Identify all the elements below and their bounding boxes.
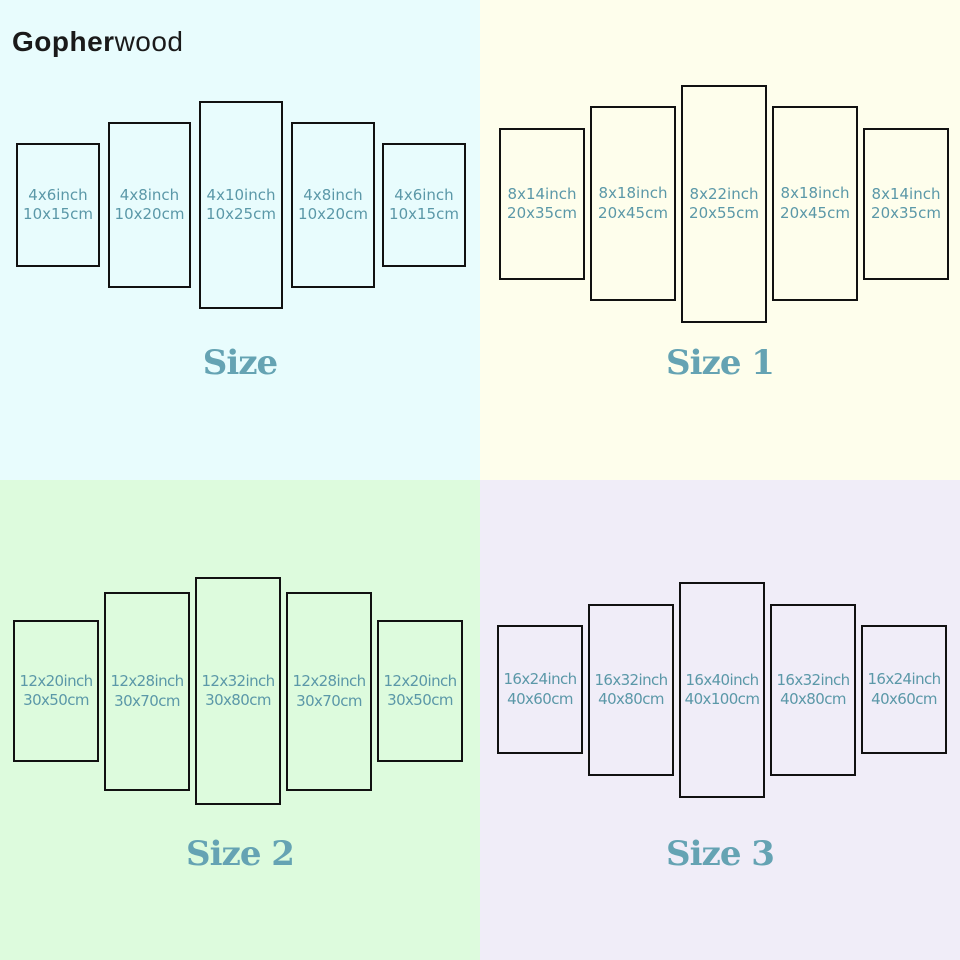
panel-outline: 4x6inch 10x15cm bbox=[16, 143, 100, 267]
panel-inch-label: 12x28inch bbox=[292, 672, 366, 690]
panel-cm-label: 10x20cm bbox=[298, 205, 368, 223]
panel-cm-label: 20x35cm bbox=[871, 204, 941, 222]
panel-inch-label: 8x22inch bbox=[689, 184, 759, 203]
panel-cm-label: 10x25cm bbox=[206, 205, 276, 223]
panel-outline: 16x24inch 40x60cm bbox=[861, 625, 947, 754]
panel-inch-label: 12x20inch bbox=[19, 671, 93, 690]
panel-inch-label: 16x40inch bbox=[685, 670, 759, 689]
panel-outline: 8x14inch 20x35cm bbox=[863, 128, 949, 280]
panel-inch-label: 8x14inch bbox=[507, 184, 577, 203]
panel-inch-label: 16x32inch bbox=[594, 670, 668, 689]
panel-outline: 4x8inch 10x20cm bbox=[291, 122, 375, 288]
panel-inch-label: 16x24inch bbox=[867, 670, 941, 688]
brand-logo-part2: wood bbox=[114, 26, 184, 57]
panel-cm-label: 30x50cm bbox=[23, 691, 89, 709]
size-caption: Size 1 bbox=[666, 343, 775, 383]
panel-cm-label: 30x80cm bbox=[205, 691, 271, 709]
panel-cm-label: 30x70cm bbox=[296, 691, 362, 710]
panel-outline: 16x40inch 40x100cm bbox=[679, 582, 765, 798]
panel-inch-label: 4x10inch bbox=[206, 185, 276, 204]
panel-cm-label: 40x60cm bbox=[871, 689, 937, 708]
panel-inch-label: 8x14inch bbox=[871, 184, 941, 203]
panel-outline: 16x24inch 40x60cm bbox=[497, 625, 583, 754]
panel-cm-label: 30x50cm bbox=[387, 691, 453, 709]
panel-cm-label: 30x70cm bbox=[114, 691, 180, 710]
size-caption: Size 3 bbox=[666, 834, 775, 874]
panel-outline: 16x32inch 40x80cm bbox=[770, 604, 856, 776]
panel-cm-label: 10x15cm bbox=[23, 205, 93, 223]
panel-outline: 8x18inch 20x45cm bbox=[590, 106, 676, 301]
panel-inch-label: 8x18inch bbox=[780, 184, 850, 202]
panel-cm-label: 40x60cm bbox=[507, 689, 573, 708]
panel-outline: 4x10inch 10x25cm bbox=[199, 101, 283, 309]
panel-inch-label: 12x28inch bbox=[110, 672, 184, 690]
panel-inch-label: 12x32inch bbox=[201, 671, 275, 690]
panel-inch-label: 12x20inch bbox=[383, 671, 457, 690]
panel-cm-label: 20x45cm bbox=[598, 203, 668, 222]
size-caption: Size bbox=[202, 343, 278, 383]
size-caption: Size 2 bbox=[186, 834, 295, 874]
panel-outline: 12x20inch 30x50cm bbox=[377, 620, 463, 762]
panel-outline: 4x6inch 10x15cm bbox=[382, 143, 466, 267]
size-group-size: Gopherwood 4x6inch 10x15cm 4x8inch 10x20… bbox=[0, 0, 480, 480]
panel-outline: 8x14inch 20x35cm bbox=[499, 128, 585, 280]
panel-cm-label: 40x80cm bbox=[598, 690, 664, 708]
panel-inch-label: 8x18inch bbox=[598, 184, 668, 202]
size-group-size-3: 16x24inch 40x60cm 16x32inch 40x80cm 16x4… bbox=[480, 480, 960, 960]
brand-logo: Gopherwood bbox=[12, 26, 184, 58]
panel-cm-label: 40x80cm bbox=[780, 690, 846, 708]
panel-inch-label: 4x6inch bbox=[394, 185, 454, 204]
panel-cm-label: 20x35cm bbox=[507, 204, 577, 222]
panel-inch-label: 4x8inch bbox=[119, 185, 180, 204]
size-group-size-2: 12x20inch 30x50cm 12x28inch 30x70cm 12x3… bbox=[0, 480, 480, 960]
panel-outline: 12x32inch 30x80cm bbox=[195, 577, 281, 805]
panel-outline: 16x32inch 40x80cm bbox=[588, 604, 674, 776]
panel-inch-label: 4x8inch bbox=[303, 185, 363, 204]
panel-inch-label: 16x24inch bbox=[503, 670, 577, 688]
panel-cm-label: 10x15cm bbox=[389, 205, 459, 223]
panel-cm-label: 40x100cm bbox=[684, 690, 760, 708]
brand-logo-part1: Gopher bbox=[12, 26, 115, 57]
panel-inch-label: 16x32inch bbox=[776, 670, 850, 689]
panel-cm-label: 20x55cm bbox=[689, 204, 759, 222]
panel-outline: 12x28inch 30x70cm bbox=[104, 592, 190, 791]
panel-outline: 12x20inch 30x50cm bbox=[13, 620, 99, 762]
panel-outline: 8x22inch 20x55cm bbox=[681, 85, 767, 323]
panel-outline: 12x28inch 30x70cm bbox=[286, 592, 372, 791]
panel-outline: 4x8inch 10x20cm bbox=[108, 122, 191, 288]
panel-inch-label: 4x6inch bbox=[28, 185, 88, 204]
panel-cm-label: 20x45cm bbox=[780, 203, 850, 222]
panel-cm-label: 10x20cm bbox=[114, 205, 185, 223]
panel-outline: 8x18inch 20x45cm bbox=[772, 106, 858, 301]
size-group-size-1: 8x14inch 20x35cm 8x18inch 20x45cm 8x22in… bbox=[480, 0, 960, 480]
